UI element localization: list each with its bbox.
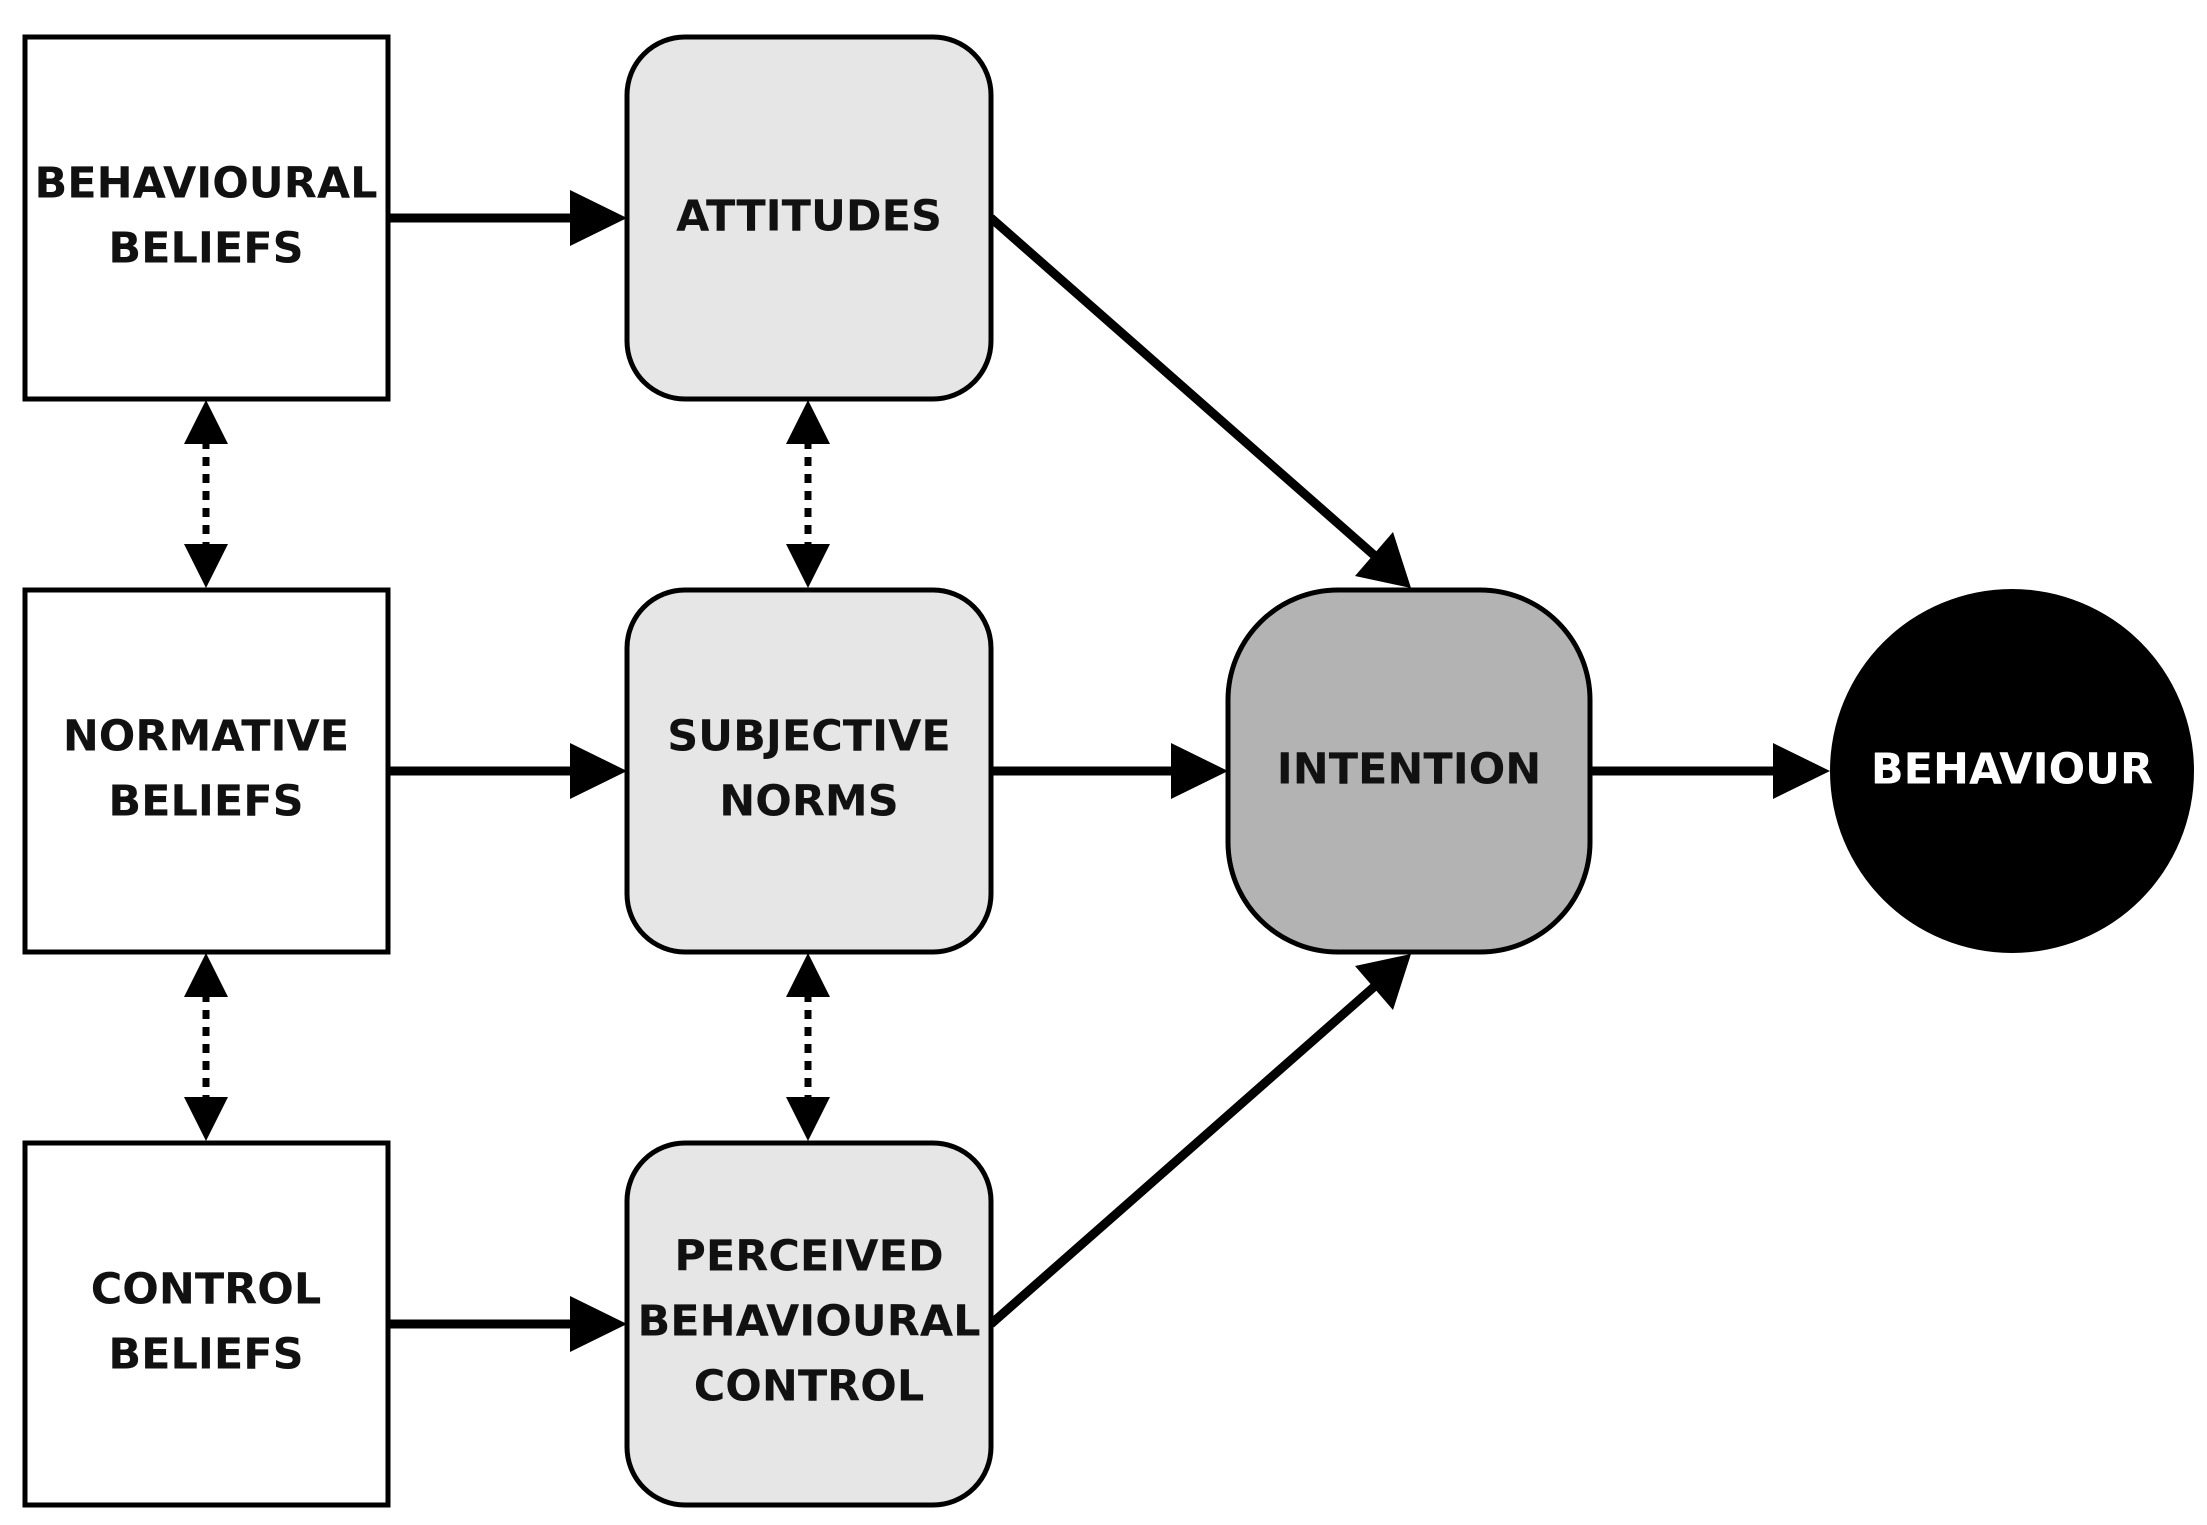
edge-perceived-behavioural-control-to-intention (988, 954, 1411, 1328)
node-label-line: ATTITUDES (676, 192, 942, 242)
node-behaviour: BEHAVIOUR (1830, 589, 2194, 953)
behaviour-shape (1830, 589, 2194, 953)
node-label-line: NORMATIVE (63, 712, 349, 762)
node-behavioural-beliefs: BEHAVIOURAL BELIEFS (22, 34, 391, 402)
edges (184, 190, 1830, 1352)
node-label-line: BEHAVIOURAL (637, 1297, 980, 1347)
node-label-line: CONTROL (91, 1265, 322, 1315)
node-label-line: BEHAVIOURAL (34, 159, 377, 209)
intention-shape (1225, 587, 1593, 955)
link-behavioural-normative-beliefs (184, 400, 228, 588)
link-subjective-norms-perceived-control (786, 953, 830, 1141)
node-intention: INTENTION (1225, 587, 1593, 955)
node-attitudes: ATTITUDES (624, 34, 994, 402)
construct-shape (624, 587, 994, 955)
construct-shape (624, 34, 994, 402)
node-normative-beliefs: NORMATIVE BELIEFS (22, 587, 391, 955)
nodes: BEHAVIOURAL BELIEFS NORMATIVE BELIEFS CO… (22, 34, 2194, 1508)
node-control-beliefs: CONTROL BELIEFS (22, 1140, 391, 1508)
node-label-line: SUBJECTIVE (667, 712, 951, 762)
edge-normative-beliefs-to-subjective-norms (388, 743, 627, 799)
edge-behavioural-beliefs-to-attitudes (388, 190, 627, 246)
edge-intention-to-behaviour (1590, 743, 1830, 799)
node-label-line: PERCEIVED (674, 1232, 943, 1282)
node-perceived-behavioural-control: PERCEIVED BEHAVIOURAL CONTROL (624, 1140, 994, 1508)
node-label-line: CONTROL (694, 1362, 925, 1412)
link-attitudes-subjective-norms (786, 400, 830, 588)
edge-subjective-norms-to-intention (991, 743, 1228, 799)
node-label-line: NORMS (719, 777, 898, 827)
node-label-line: BELIEFS (108, 1330, 303, 1380)
node-label-line: BELIEFS (108, 777, 303, 827)
node-label-line: INTENTION (1277, 745, 1542, 795)
link-normative-control-beliefs (184, 953, 228, 1141)
node-label-line: BELIEFS (108, 224, 303, 274)
edge-attitudes-to-intention (988, 214, 1411, 588)
edge-control-beliefs-to-perceived-behavioural-control (388, 1296, 627, 1352)
node-subjective-norms: SUBJECTIVE NORMS (624, 587, 994, 955)
construct-shape (624, 1140, 994, 1508)
node-label-line: BEHAVIOUR (1871, 745, 2153, 795)
